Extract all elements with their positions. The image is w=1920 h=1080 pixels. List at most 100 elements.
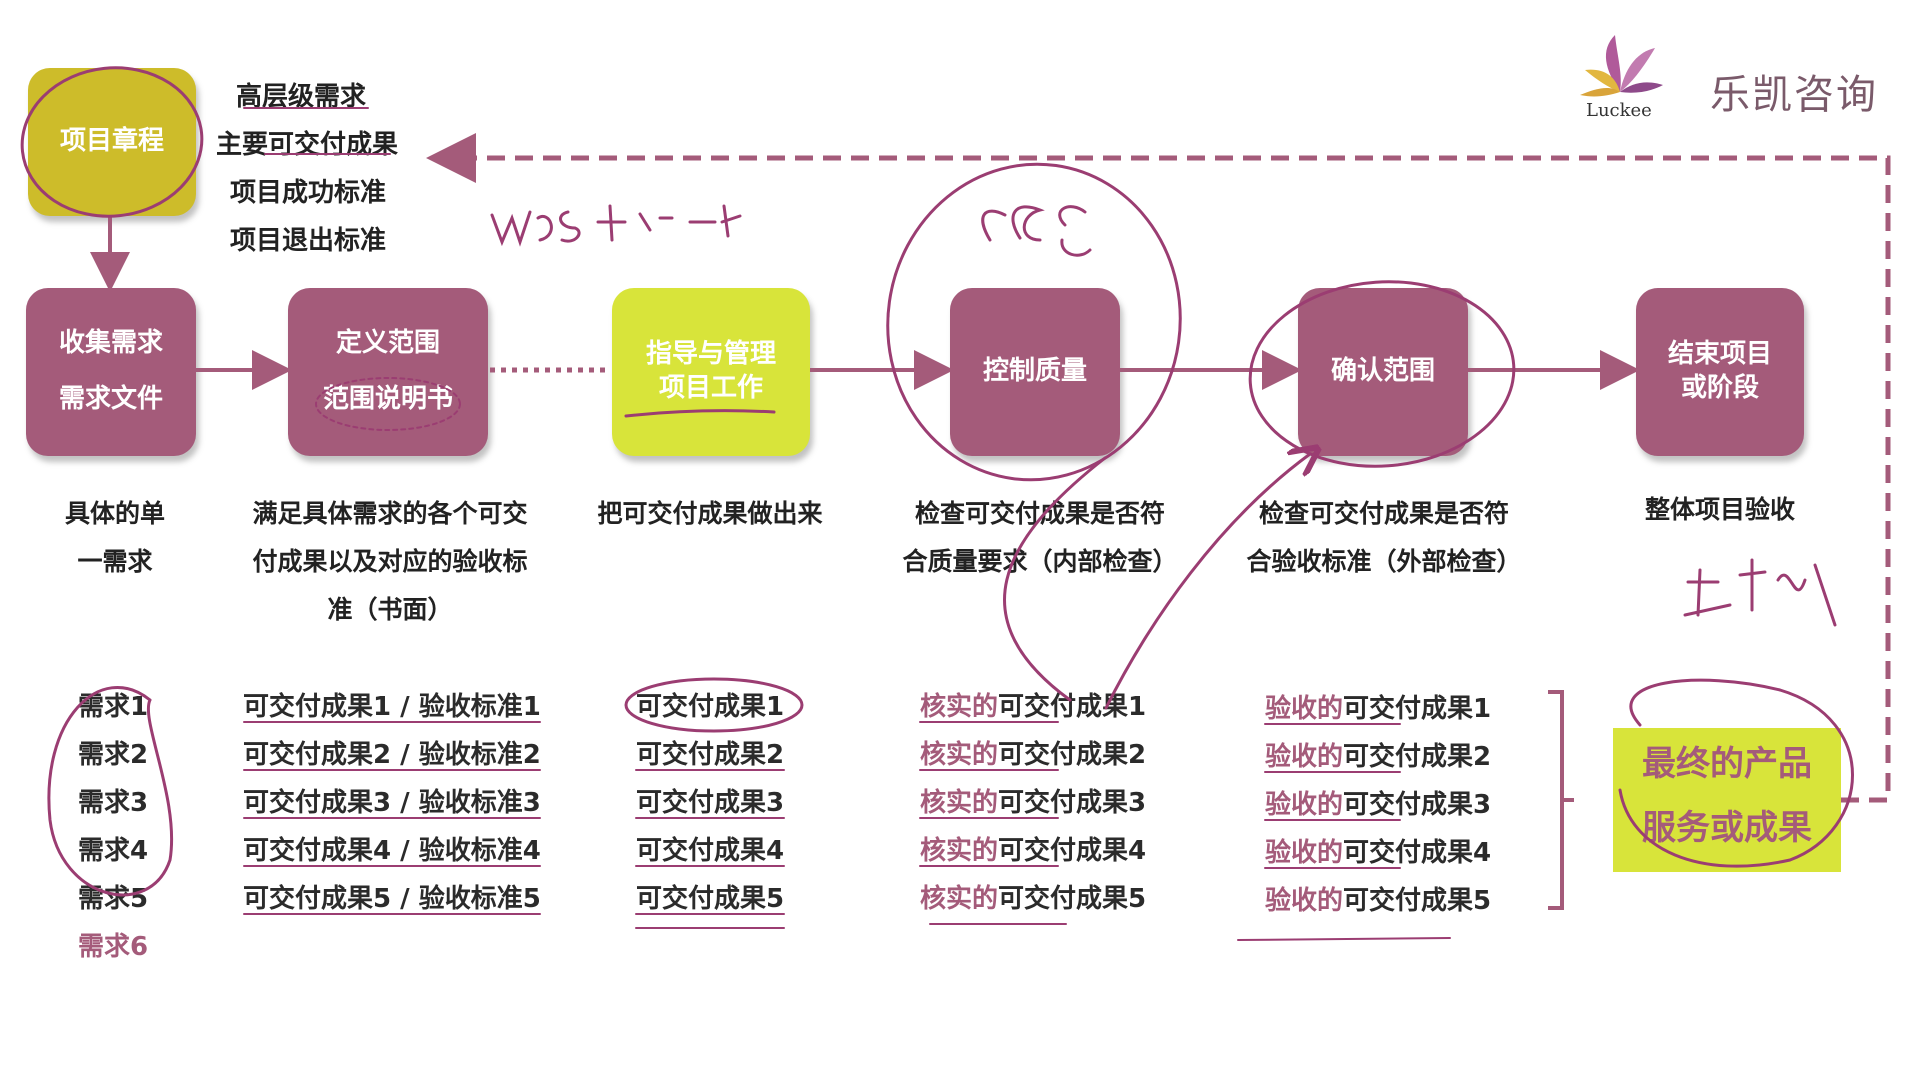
process-validate-title: 确认范围 (1330, 356, 1435, 387)
logo-petals-icon (1580, 35, 1663, 97)
desc-close: 整体项目验收 (1610, 486, 1830, 534)
desc-define: 满足具体需求的各个可交 付成果以及对应的验收标 准（书面） (230, 490, 550, 634)
process-define-output: 范围说明书 (322, 384, 453, 414)
accepted-prefix: 验收的 (1265, 742, 1344, 772)
verified-deliverables-list: 核实的可交付成果1 核实的可交付成果2 核实的可交付成果3 核实的可交付成果4 … (920, 683, 1146, 923)
desc-direct-line-1: 把可交付成果做出来 (597, 499, 823, 528)
process-collect-requirements: 收集需求 需求文件 (26, 288, 196, 456)
process-control-title: 控制质量 (982, 356, 1087, 387)
verified-label: 可交付成果1 (998, 692, 1147, 722)
accepted-deliverables-list: 验收的可交付成果1 验收的可交付成果2 验收的可交付成果3 验收的可交付成果4 … (1265, 685, 1491, 925)
charter-note-3: 项目成功标准 (230, 178, 387, 208)
verified-prefix: 核实的 (920, 884, 999, 914)
desc-validate-line-1: 检查可交付成果是否符 (1258, 499, 1509, 528)
requirement-item: 需求4 (78, 836, 149, 866)
desc-collect-line-2: 一需求 (77, 547, 153, 576)
deliverable-item: 可交付成果3 (636, 788, 785, 818)
accepted-item: 验收的可交付成果2 (1265, 733, 1491, 781)
verified-label: 可交付成果3 (998, 788, 1147, 818)
desc-define-line-3: 准（书面） (327, 595, 453, 624)
verified-label: 可交付成果5 (998, 884, 1147, 914)
deliverable-criteria-item: 可交付成果3 / 验收标准3 (243, 788, 541, 818)
final-result-line-2: 服务或成果 (1642, 808, 1812, 848)
accepted-label: 可交付成果3 (1343, 790, 1492, 820)
deliverable-item: 可交付成果5 (636, 884, 785, 914)
process-close-title-2: 或阶段 (1680, 373, 1759, 403)
process-validate-scope: 确认范围 (1298, 288, 1468, 456)
accepted-prefix: 验收的 (1265, 886, 1344, 916)
process-collect-title: 收集需求 (58, 328, 163, 359)
verified-item: 核实的可交付成果3 (920, 779, 1146, 827)
process-define-title: 定义范围 (335, 328, 440, 359)
verified-label: 可交付成果2 (998, 740, 1147, 770)
verified-item: 核实的可交付成果1 (920, 683, 1146, 731)
verified-prefix: 核实的 (920, 692, 999, 722)
desc-direct: 把可交付成果做出来 (570, 490, 850, 538)
logo-subtitle: Luckee (1586, 100, 1652, 121)
desc-define-line-1: 满足具体需求的各个可交 (252, 499, 528, 528)
verified-item: 核实的可交付成果5 (920, 875, 1146, 923)
process-define-scope: 定义范围 范围说明书 (288, 288, 488, 456)
requirement-item: 需求2 (78, 740, 149, 770)
final-result-box: 最终的产品 服务或成果 (1613, 728, 1841, 872)
accepted-item: 验收的可交付成果3 (1265, 781, 1491, 829)
process-direct-title-1: 指导与管理 (645, 339, 776, 370)
project-charter-label: 项目章程 (59, 126, 164, 157)
deliverables-criteria-list: 可交付成果1 / 验收标准1 可交付成果2 / 验收标准2 可交付成果3 / 验… (243, 683, 541, 923)
final-result-line-1: 最终的产品 (1642, 744, 1812, 784)
verified-prefix: 核实的 (920, 836, 999, 866)
desc-collect-line-1: 具体的单 (64, 499, 165, 528)
process-collect-output: 需求文件 (58, 384, 163, 414)
deliverable-criteria-item: 可交付成果4 / 验收标准4 (243, 836, 541, 866)
desc-control: 检查可交付成果是否符 合质量要求（内部检查） (880, 490, 1200, 586)
project-charter-box: 项目章程 (28, 68, 196, 216)
accepted-label: 可交付成果4 (1343, 838, 1492, 868)
ink-qc-note (981, 205, 1092, 257)
desc-control-line-1: 检查可交付成果是否符 (914, 499, 1165, 528)
accepted-label: 可交付成果2 (1343, 742, 1492, 772)
desc-collect: 具体的单 一需求 (20, 490, 210, 586)
desc-close-line-1: 整体项目验收 (1644, 495, 1795, 524)
deliverable-item: 可交付成果4 (636, 836, 785, 866)
process-direct-title-2: 项目工作 (658, 373, 763, 403)
deliverable-criteria-item: 可交付成果5 / 验收标准5 (243, 884, 541, 914)
accepted-label: 可交付成果5 (1343, 886, 1492, 916)
accepted-item: 验收的可交付成果1 (1265, 685, 1491, 733)
deliverable-item: 可交付成果2 (636, 740, 785, 770)
verified-prefix: 核实的 (920, 740, 999, 770)
deliverable-item: 可交付成果1 (636, 692, 785, 722)
bracket (1548, 690, 1574, 910)
accepted-prefix: 验收的 (1265, 694, 1344, 724)
verified-item: 核实的可交付成果2 (920, 731, 1146, 779)
verified-label: 可交付成果4 (998, 836, 1147, 866)
ink-handwritten-note-right (1683, 558, 1837, 627)
charter-note-4: 项目退出标准 (230, 226, 387, 256)
process-close-title-1: 结束项目 (1667, 339, 1772, 370)
accepted-item: 验收的可交付成果4 (1265, 829, 1491, 877)
accepted-prefix: 验收的 (1265, 790, 1344, 820)
requirements-list: 需求1 需求2 需求3 需求4 需求5 需求6 (78, 683, 148, 971)
desc-validate-line-2: 合验收标准（外部检查） (1246, 547, 1522, 576)
deliverable-criteria-item: 可交付成果2 / 验收标准2 (243, 740, 541, 770)
process-close-project: 结束项目 或阶段 (1636, 288, 1804, 456)
process-control-quality: 控制质量 (950, 288, 1120, 456)
requirement-item: 需求3 (78, 788, 149, 818)
charter-note-1: 高层级需求 (236, 82, 367, 112)
charter-note-2: 主要可交付成果 (216, 130, 399, 160)
accepted-prefix: 验收的 (1265, 838, 1344, 868)
ink-wbs-note (490, 204, 742, 247)
logo-title: 乐凯咨询 (1710, 72, 1878, 118)
deliverable-criteria-item: 可交付成果1 / 验收标准1 (243, 692, 541, 722)
desc-validate: 检查可交付成果是否符 合验收标准（外部检查） (1224, 490, 1544, 586)
process-direct-manage-work: 指导与管理 项目工作 (612, 288, 810, 456)
verified-prefix: 核实的 (920, 788, 999, 818)
deliverables-list: 可交付成果1 可交付成果2 可交付成果3 可交付成果4 可交付成果5 (636, 683, 784, 923)
requirement-item: 需求5 (78, 884, 149, 914)
accepted-label: 可交付成果1 (1343, 694, 1492, 724)
desc-control-line-2: 合质量要求（内部检查） (902, 547, 1178, 576)
verified-item: 核实的可交付成果4 (920, 827, 1146, 875)
requirement-item: 需求6 (78, 932, 149, 962)
requirement-item: 需求1 (78, 692, 149, 722)
accepted-item: 验收的可交付成果5 (1265, 877, 1491, 925)
